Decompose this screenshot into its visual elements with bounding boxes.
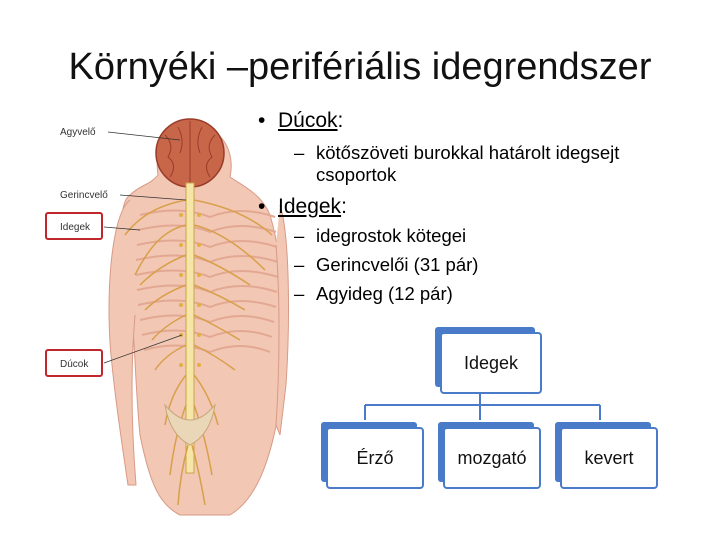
- ducok-callout-box: [45, 349, 103, 377]
- hierarchy-child-label: mozgató: [457, 447, 527, 468]
- hierarchy-child-box: Érző: [326, 427, 424, 489]
- nervous-system-illustration: Agyvelő Gerincvelő Idegek Dúcok: [45, 118, 289, 516]
- spinal-cord: [185, 182, 195, 474]
- ganglia: [179, 213, 201, 367]
- nerves: [124, 199, 273, 506]
- label-gerincvelo: Gerincvelő: [60, 190, 108, 201]
- sub-item: –idegrostok kötegei: [294, 225, 467, 246]
- hierarchy-child-label: kevert: [584, 447, 634, 468]
- right-arm: [275, 204, 289, 436]
- sub-item: –Gerincvelői (31 pár): [294, 254, 479, 275]
- hierarchy-child-label: Érző: [356, 447, 394, 468]
- hierarchy-child-box: mozgató: [443, 427, 541, 489]
- hierarchy-root-label: Idegek: [463, 352, 519, 373]
- hierarchy-child-box: kevert: [560, 427, 658, 489]
- sub-item: –kötőszöveti burokkal határolt idegsejt: [294, 142, 620, 163]
- left-arm: [108, 199, 137, 486]
- sub-item: –Agyideg (12 pár): [294, 283, 453, 304]
- idegek-callout-box: [45, 212, 103, 240]
- pelvis: [164, 403, 216, 446]
- bullet-heading: Dúcok: [278, 109, 338, 132]
- bullet-idegek: •Idegek:: [258, 195, 347, 218]
- bullet-heading: Idegek: [278, 195, 342, 218]
- label-ducok: Dúcok: [60, 359, 89, 370]
- callout-lines: [103, 131, 187, 364]
- bullet-ducok: •Dúcok:: [258, 109, 344, 132]
- hierarchy-root-box: Idegek: [440, 332, 542, 394]
- label-idegek: Idegek: [60, 222, 91, 233]
- label-agyvelo: Agyvelő: [60, 127, 96, 138]
- slide-title: Környéki –perifériális idegrendszer: [68, 46, 652, 88]
- sub-item-continuation: csoportok: [316, 164, 397, 185]
